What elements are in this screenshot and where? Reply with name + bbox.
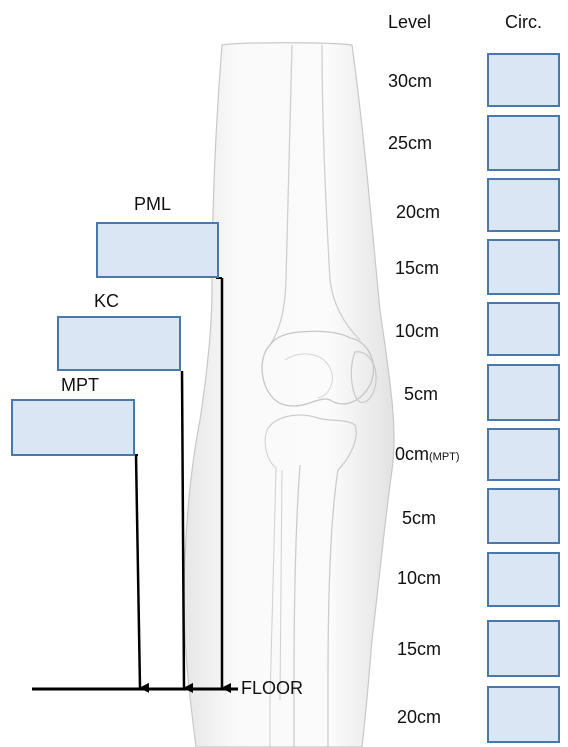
level-label: 20cm <box>396 202 440 223</box>
level-label: 30cm <box>388 71 432 92</box>
mpt-arrow <box>136 455 140 688</box>
circ-input-20cm-above[interactable] <box>487 178 560 232</box>
level-label: 25cm <box>388 133 432 154</box>
level-header: Level <box>388 12 431 33</box>
level-label: 5cm <box>404 384 438 405</box>
circ-input-10cm-above[interactable] <box>487 302 560 356</box>
kc-label: KC <box>94 291 119 312</box>
floor-label: FLOOR <box>241 678 303 699</box>
circ-input-20cm-below[interactable] <box>487 686 560 743</box>
pml-input[interactable] <box>96 222 219 278</box>
pml-label: PML <box>134 194 171 215</box>
level-label: 15cm <box>397 639 441 660</box>
circ-input-15cm-below[interactable] <box>487 620 560 677</box>
level-label: 20cm <box>397 707 441 728</box>
circ-header: Circ. <box>505 12 542 33</box>
mpt-input[interactable] <box>11 399 135 456</box>
circ-input-25cm[interactable] <box>487 115 560 171</box>
level-label: 15cm <box>395 258 439 279</box>
kc-input[interactable] <box>57 316 181 371</box>
level-label: 10cm <box>395 321 439 342</box>
circ-input-10cm-below[interactable] <box>487 552 560 607</box>
level-label: 10cm <box>397 568 441 589</box>
kc-arrow <box>182 371 184 688</box>
mpt-label: MPT <box>61 375 99 396</box>
circ-input-0cm[interactable] <box>487 428 560 481</box>
level-label: 0cm(MPT) <box>395 444 460 465</box>
circ-input-5cm-above[interactable] <box>487 364 560 421</box>
level-label: 5cm <box>402 508 436 529</box>
circ-input-5cm-below[interactable] <box>487 488 560 544</box>
circ-input-15cm-above[interactable] <box>487 239 560 295</box>
circ-input-30cm[interactable] <box>487 53 560 107</box>
